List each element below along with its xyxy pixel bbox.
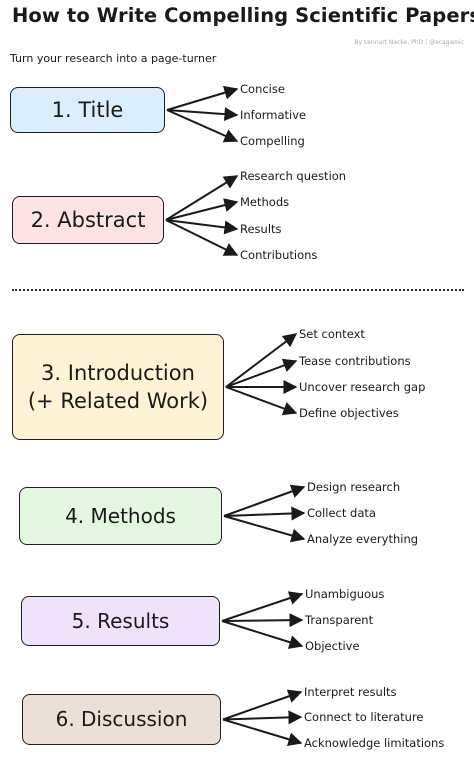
item-acknowledge-limitations: Acknowledge limitations [304, 736, 445, 750]
arrow-abstract-3 [165, 219, 239, 256]
page-subtitle: Turn your research into a page-turner [10, 52, 217, 65]
item-uncover-research-gap: Uncover research gap [299, 380, 426, 394]
section-label-results: 5. Results [71, 608, 170, 633]
arrow-methods-0 [223, 484, 306, 517]
arrow-results-1 [221, 613, 304, 628]
arrow-title-1 [166, 107, 239, 122]
arrow-discussion-0 [222, 689, 303, 721]
item-unambiguous: Unambiguous [305, 587, 385, 601]
arrow-discussion-1 [222, 710, 303, 725]
item-abstract-results: Results [240, 222, 282, 236]
item-define-objectives: Define objectives [299, 406, 399, 420]
item-objective: Objective [305, 639, 360, 653]
section-label-title: 1. Title [51, 97, 124, 122]
section-box-title: 1. Title [10, 87, 165, 133]
item-informative: Informative [240, 108, 307, 122]
arrow-title-2 [166, 109, 239, 143]
section-box-introduction: 3. Introduction (+ Related Work) [12, 334, 224, 440]
arrow-methods-1 [223, 506, 306, 521]
page-title: How to Write Compelling Scientific Paper… [12, 4, 474, 27]
item-contributions: Contributions [240, 248, 318, 262]
arrow-introduction-0 [225, 333, 298, 388]
section-label-methods: 4. Methods [65, 503, 176, 528]
item-abstract-methods: Methods [240, 195, 290, 209]
arrow-abstract-1 [165, 198, 239, 221]
arrow-introduction-3 [225, 386, 298, 416]
item-design-research: Design research [307, 480, 401, 494]
section-label-discussion: 6. Discussion [55, 707, 188, 731]
item-interpret-results: Interpret results [304, 685, 397, 699]
arrow-title-0 [166, 85, 239, 111]
item-set-context: Set context [299, 327, 365, 341]
item-analyze-everything: Analyze everything [307, 532, 419, 546]
author-credit: By Lennart Nacke, PhD | @acagamic [354, 39, 464, 46]
item-connect-to-literature: Connect to literature [304, 710, 424, 724]
item-research-question: Research question [240, 169, 347, 183]
item-collect-data: Collect data [307, 506, 376, 520]
section-label-introduction: 3. Introduction (+ Related Work) [27, 360, 209, 413]
arrow-introduction-1 [225, 358, 298, 388]
item-transparent: Transparent [305, 613, 374, 627]
section-box-discussion: 6. Discussion [22, 694, 221, 745]
item-concise: Concise [240, 82, 285, 96]
section-divider [12, 289, 464, 291]
arrow-abstract-2 [165, 219, 239, 235]
item-compelling: Compelling [240, 134, 305, 148]
arrow-results-2 [221, 620, 304, 649]
section-label-abstract: 2. Abstract [30, 207, 146, 232]
section-box-results: 5. Results [21, 596, 220, 646]
section-box-methods: 4. Methods [19, 487, 222, 545]
arrow-discussion-2 [222, 718, 303, 747]
arrow-results-0 [221, 591, 304, 622]
item-tease-contributions: Tease contributions [299, 354, 411, 368]
arrow-methods-2 [223, 515, 306, 543]
arrow-abstract-0 [165, 175, 239, 221]
section-box-abstract: 2. Abstract [12, 196, 164, 244]
